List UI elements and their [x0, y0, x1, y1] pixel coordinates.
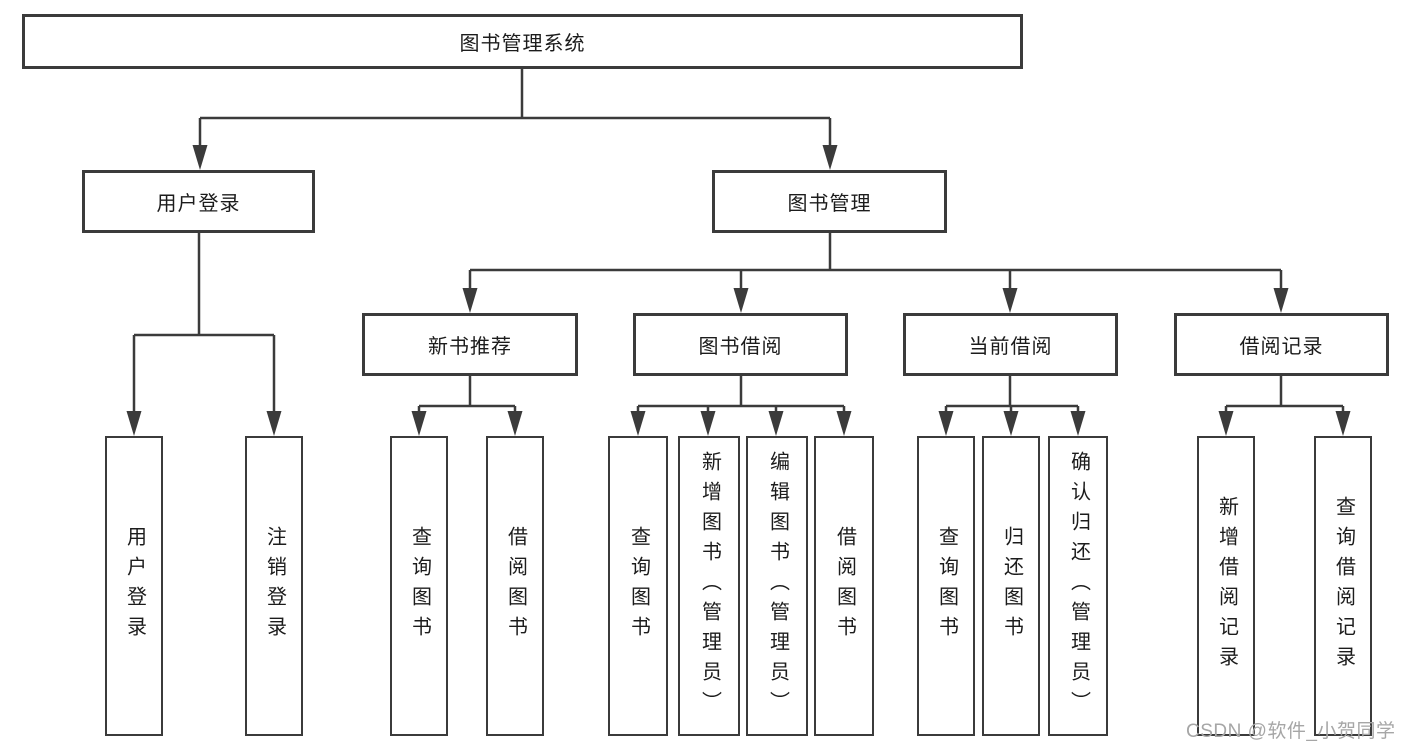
leaf-current-return-books: 归还图书: [982, 436, 1040, 736]
leaf-recommend-borrow-books: 借阅图书: [486, 436, 544, 736]
node-label: 查询借阅记录: [1332, 496, 1355, 676]
node-borrowing-records: 借阅记录: [1174, 313, 1389, 376]
node-label: 新增借阅记录: [1215, 496, 1238, 676]
node-current-borrowing: 当前借阅: [903, 313, 1118, 376]
node-label: 编辑图书（管理员）: [766, 451, 789, 721]
leaf-logout-login: 注销登录: [245, 436, 303, 736]
leaf-records-query-borrow-record: 查询借阅记录: [1314, 436, 1372, 736]
leaf-user-login: 用户登录: [105, 436, 163, 736]
node-label: 查询图书: [408, 526, 431, 646]
leaf-borrowing-add-books-admin: 新增图书（管理员）: [678, 436, 740, 736]
node-book-borrowing: 图书借阅: [633, 313, 848, 376]
leaf-borrowing-query-books: 查询图书: [608, 436, 668, 736]
leaf-borrowing-edit-books-admin: 编辑图书（管理员）: [746, 436, 808, 736]
node-label: 注销登录: [263, 526, 286, 646]
node-label: 归还图书: [1000, 526, 1023, 646]
node-label: 新书推荐: [428, 336, 512, 358]
node-label: 借阅图书: [833, 526, 856, 646]
node-label: 图书管理: [787, 193, 872, 215]
node-book-management: 图书管理: [712, 170, 947, 233]
leaf-records-add-borrow-record: 新增借阅记录: [1197, 436, 1255, 736]
node-user-login: 用户登录: [82, 170, 315, 233]
leaf-current-confirm-return-admin: 确认归还（管理员）: [1048, 436, 1108, 736]
node-label: 用户登录: [156, 193, 241, 215]
node-label: 图书管理系统: [459, 33, 586, 55]
node-label: 当前借阅: [968, 336, 1053, 358]
tree-branch-lines: [132, 68, 1345, 413]
node-label: 查询图书: [627, 526, 650, 646]
node-label: 新增图书（管理员）: [698, 451, 721, 721]
watermark-csdn: CSDN @软件_小贺同学: [1186, 721, 1396, 742]
node-label: 查询图书: [935, 526, 958, 646]
node-new-book-recommendation: 新书推荐: [362, 313, 578, 376]
leaf-borrowing-borrow-books: 借阅图书: [814, 436, 874, 736]
node-label: 借阅记录: [1239, 336, 1324, 358]
node-library-management-system: 图书管理系统: [22, 14, 1023, 69]
arrowhead-icons: [126, 145, 1351, 436]
leaf-recommend-query-books: 查询图书: [390, 436, 448, 736]
node-label: 借阅图书: [504, 526, 527, 646]
leaf-current-query-books: 查询图书: [917, 436, 975, 736]
node-label: 用户登录: [123, 526, 146, 646]
node-label: 图书借阅: [698, 336, 783, 358]
node-label: 确认归还（管理员）: [1067, 451, 1090, 721]
